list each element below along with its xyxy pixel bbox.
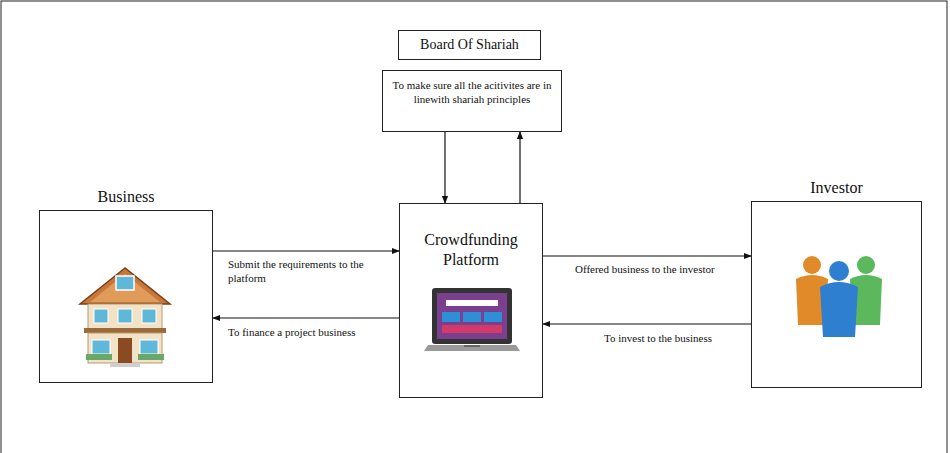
edge-label: To invest to the business	[604, 332, 744, 346]
description-box: To make sure all the acitivites are in l…	[382, 70, 562, 132]
node-text: Crowdfunding Platform	[406, 230, 536, 270]
platform-box: Crowdfunding Platform	[399, 203, 543, 398]
flow-arrow	[213, 250, 399, 251]
flow-arrow	[213, 317, 399, 318]
title-box: Board Of Shariah	[398, 30, 541, 60]
node-text: Board Of Shariah	[405, 36, 534, 54]
node-heading: Business	[40, 187, 212, 207]
investor-box: Investor	[751, 201, 922, 388]
flow-arrow	[543, 323, 751, 324]
house-illustration	[80, 268, 170, 367]
flow-arrow	[519, 132, 520, 203]
flow-arrow	[543, 255, 751, 256]
laptop-illustration	[424, 288, 520, 351]
edge-label: To finance a project business	[228, 326, 368, 340]
edge-label: Offered business to the investor	[575, 263, 750, 277]
investor-illustration	[796, 256, 882, 337]
node-heading: Investor	[752, 178, 921, 198]
flow-arrow	[444, 132, 445, 203]
edge-label: Submit the requirements to the platform	[228, 258, 368, 286]
node-text: To make sure all the acitivites are in l…	[389, 79, 555, 107]
business-box: Business	[39, 210, 213, 383]
